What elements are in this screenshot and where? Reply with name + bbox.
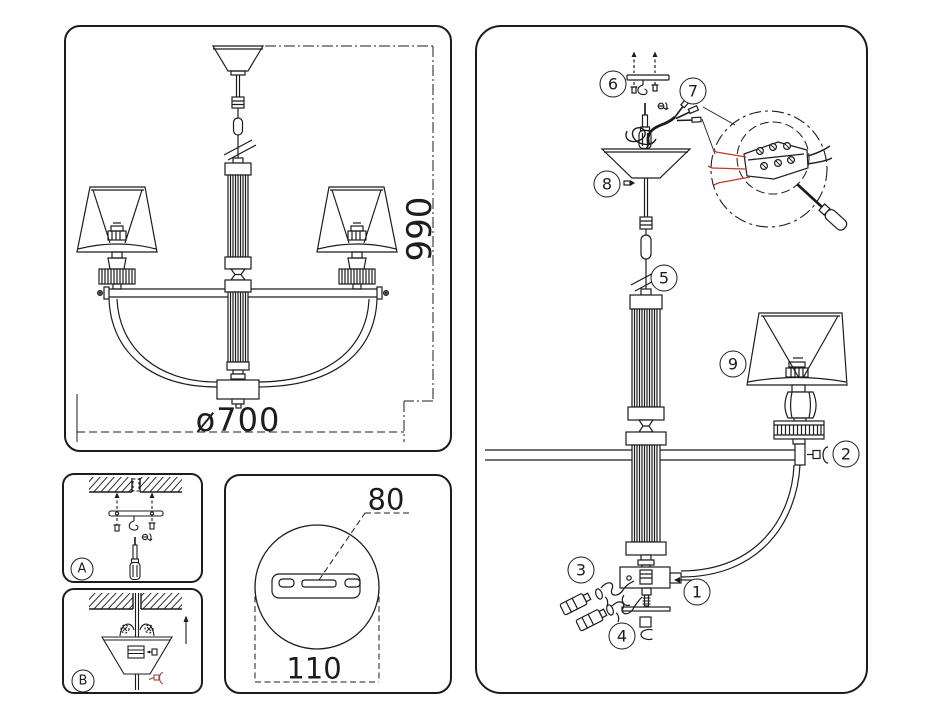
leader-line-80 bbox=[318, 512, 412, 581]
side-screw-icon bbox=[146, 648, 158, 656]
arm-curve bbox=[680, 464, 801, 578]
step-a-drawing bbox=[89, 477, 182, 581]
hook-icon bbox=[128, 516, 139, 531]
mounting-bracket bbox=[108, 492, 164, 532]
hub-screw-stack bbox=[621, 587, 671, 641]
front-view-panel: 990 ø700 bbox=[64, 25, 452, 452]
callout-2: 2 bbox=[832, 440, 860, 468]
arm-left bbox=[108, 298, 218, 388]
callout-4: 4 bbox=[608, 622, 636, 650]
mounting-plate-panel: 80 110 bbox=[224, 474, 452, 694]
arm-right bbox=[256, 298, 378, 388]
central-column bbox=[224, 162, 252, 380]
canopy bbox=[101, 636, 173, 675]
wire-leader-lines bbox=[701, 106, 736, 155]
center-hub bbox=[216, 379, 260, 409]
hole-spacing-label: 80 bbox=[367, 482, 405, 517]
screw-rotate-icon bbox=[141, 533, 153, 541]
ceiling-hatch bbox=[89, 593, 182, 610]
step-a-badge: A bbox=[70, 557, 94, 581]
step-b-drawing bbox=[89, 593, 189, 690]
terminal-wires-red bbox=[707, 148, 751, 186]
shade-assembly bbox=[746, 312, 848, 466]
ceiling-hatch bbox=[89, 477, 182, 493]
callout-8: 8 bbox=[593, 170, 621, 198]
thumbscrew-and-clip bbox=[807, 446, 829, 464]
diameter-dimension-label: ø700 bbox=[195, 401, 281, 439]
callout-7: 7 bbox=[679, 77, 707, 105]
up-arrow-icon bbox=[183, 615, 189, 644]
right-shade bbox=[316, 186, 398, 290]
mounting-plate-drawing bbox=[254, 512, 412, 683]
hook-bracket bbox=[626, 51, 670, 96]
detail-screwdriver-icon bbox=[796, 183, 848, 231]
supply-wires bbox=[646, 97, 702, 146]
detail-circle bbox=[707, 110, 848, 231]
screwdriver-icon bbox=[129, 537, 141, 581]
callout-1: 1 bbox=[683, 578, 711, 606]
step-a-panel: A bbox=[62, 473, 203, 583]
canopy-screw-pointer bbox=[623, 180, 635, 186]
suspension-chain bbox=[223, 75, 257, 164]
assembly-panel: 1 2 3 4 5 6 7 8 9 bbox=[475, 25, 868, 694]
plate-width-label: 110 bbox=[286, 651, 342, 686]
step-b-panel: B bbox=[62, 588, 203, 694]
assembly-drawing bbox=[485, 51, 848, 641]
central-column bbox=[625, 294, 667, 570]
callout-6: 6 bbox=[599, 70, 627, 98]
diameter-dimension-line bbox=[76, 394, 404, 442]
callout-5: 5 bbox=[650, 264, 678, 292]
bracket-screw-rotate-icon bbox=[657, 102, 669, 111]
canopy bbox=[211, 45, 265, 76]
step-b-badge: B bbox=[71, 669, 95, 693]
canopy bbox=[600, 148, 692, 179]
suspension-chain bbox=[630, 178, 666, 296]
bottom-screw-icon bbox=[148, 671, 164, 685]
strap-bracket bbox=[119, 623, 155, 637]
mounting-plate bbox=[271, 573, 361, 599]
left-shade bbox=[76, 186, 158, 290]
dimension-line-110 bbox=[254, 587, 380, 683]
callout-9: 9 bbox=[719, 350, 747, 378]
callout-3: 3 bbox=[567, 556, 595, 584]
center-hub bbox=[619, 566, 682, 589]
terminal-block bbox=[743, 141, 833, 180]
front-view-drawing bbox=[76, 45, 434, 442]
height-dimension-line bbox=[265, 45, 434, 442]
height-dimension-label: 990 bbox=[400, 196, 440, 262]
wire-connectors bbox=[559, 580, 643, 632]
